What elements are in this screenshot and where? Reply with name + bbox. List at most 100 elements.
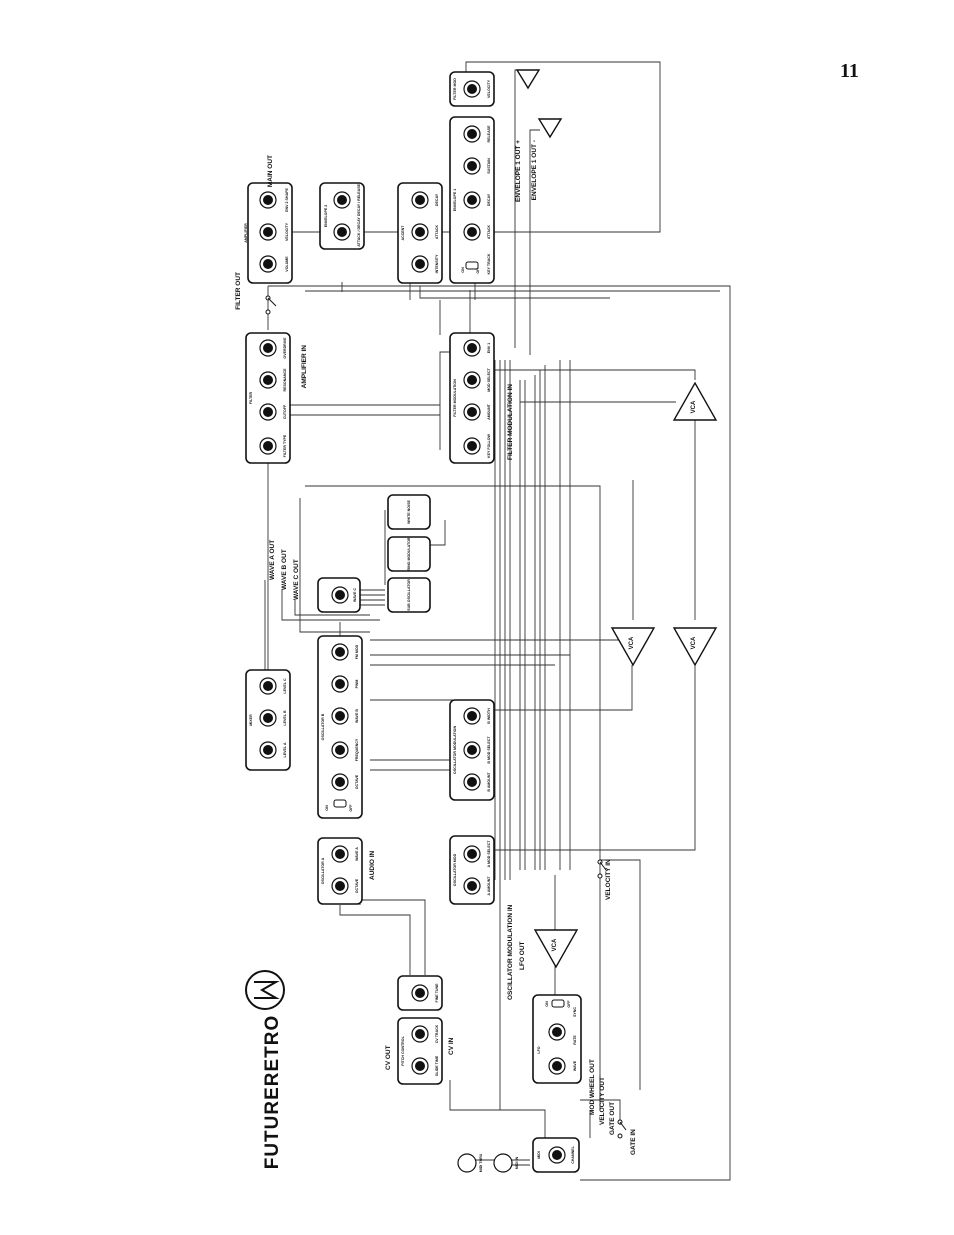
svg-text:WHITE NOISE: WHITE NOISE (407, 500, 411, 524)
svg-text:SUSTAIN: SUSTAIN (487, 158, 491, 174)
module-oscillator-a: OSCILLATOR A OCTAVE WAVE A (317, 837, 363, 905)
wave-a-out-label: WAVE A OUT (269, 540, 276, 580)
patch-wires (264, 61, 731, 1181)
svg-text:FILTER: FILTER (249, 391, 253, 404)
svg-text:MIDI IN: MIDI IN (515, 1157, 519, 1170)
svg-text:SYNC: SYNC (573, 1007, 577, 1017)
svg-text:A AMOUNT: A AMOUNT (487, 876, 491, 896)
svg-text:PITCH CONTROL: PITCH CONTROL (401, 1035, 405, 1065)
filter-out-label: FILTER OUT (235, 272, 242, 310)
vca-lfo: VCA (533, 929, 579, 969)
svg-text:OSCILLATOR MOD: OSCILLATOR MOD (453, 853, 457, 886)
svg-text:RESONANCE: RESONANCE (283, 368, 287, 392)
svg-text:WAVE C: WAVE C (353, 588, 357, 602)
svg-text:DECAY: DECAY (435, 193, 439, 206)
svg-text:CUTOFF: CUTOFF (283, 404, 287, 419)
mod-wheel-out-label: MOD WHEEL OUT (589, 1059, 596, 1115)
svg-text:AMOUNT: AMOUNT (487, 403, 491, 420)
svg-text:OSCILLATOR MODULATION: OSCILLATOR MODULATION (453, 726, 457, 775)
svg-text:FILTER MODULATION: FILTER MODULATION (453, 379, 457, 417)
svg-text:ACCENT: ACCENT (401, 225, 405, 241)
svg-text:VCA: VCA (629, 636, 635, 649)
svg-text:GLIDE TIME: GLIDE TIME (435, 1055, 439, 1076)
module-envelope-1: ENVELOPE 1 ON OFF KEY TRACK ATTACK DECAY… (449, 116, 495, 284)
module-lfo: LFO ON OFF WAVE RATE SYNC (532, 994, 582, 1084)
wave-c-out-label: WAVE C OUT (293, 559, 300, 600)
svg-text:SUB OSCILLATOR: SUB OSCILLATOR (407, 579, 411, 611)
svg-text:VCA: VCA (691, 636, 697, 649)
module-filter: FILTER FILTER TYPE CUTOFF RESONANCE OVER… (245, 332, 291, 464)
gate-in-label: GATE IN (630, 1129, 637, 1155)
vca-osc-b: VCA (610, 627, 656, 667)
gate-in-switch[interactable] (617, 1119, 627, 1139)
logo-mark-icon (254, 981, 280, 999)
svg-text:LEVEL B: LEVEL B (283, 710, 287, 726)
svg-text:DECAY: DECAY (487, 193, 491, 206)
svg-text:MIDI THRU: MIDI THRU (479, 1153, 483, 1172)
module-mixer: MIXER LEVEL A LEVEL B LEVEL C (245, 669, 291, 771)
svg-text:OSCILLATOR A: OSCILLATOR A (321, 857, 325, 884)
oscillator-modulation-in-label: OSCILLATOR MODULATION IN (507, 904, 514, 1000)
knob-label: VOLUME (285, 256, 289, 272)
io-labels: MAIN OUT FILTER OUT AMPLIFIER IN ENVELOP… (235, 140, 637, 1155)
module-oscillator-modulation: OSCILLATOR MODULATION B AMOUNT B MOD SEL… (449, 699, 495, 801)
svg-text:INTENSITY: INTENSITY (435, 254, 439, 273)
svg-text:ON: ON (325, 805, 329, 811)
knob-label: ENV 2 SHAPE (285, 188, 289, 212)
svg-text:LFO: LFO (537, 1046, 541, 1053)
svg-text:WAVE A: WAVE A (355, 847, 359, 861)
futureretro-logo-icon (245, 970, 285, 1010)
vca-filter: VCA (672, 381, 718, 421)
module-filter-modulation: FILTER MODULATION KEY FOLLOW AMOUNT MOD … (449, 332, 495, 464)
wave-b-out-label: WAVE B OUT (281, 549, 288, 590)
svg-text:OSCILLATOR B: OSCILLATOR B (321, 713, 325, 740)
midi-in-port[interactable] (493, 1153, 513, 1173)
svg-text:VCA: VCA (691, 400, 697, 413)
svg-text:A MOD SELECT: A MOD SELECT (487, 840, 491, 868)
svg-text:B MOD SELECT: B MOD SELECT (487, 736, 491, 764)
amplifier-in-label: AMPLIFIER IN (301, 345, 308, 389)
toggle-switch[interactable] (551, 999, 565, 1008)
svg-text:MIDI: MIDI (537, 1151, 541, 1159)
svg-text:ENV 1: ENV 1 (487, 343, 491, 353)
svg-text:WAVE: WAVE (573, 1060, 577, 1071)
svg-text:ATTACK / DECAY: ATTACK / DECAY (357, 217, 361, 247)
svg-text:FINE TUNE: FINE TUNE (435, 983, 439, 1003)
svg-text:CV TRACK: CV TRACK (435, 1024, 439, 1043)
module-pitch-control: PITCH CONTROL GLIDE TIME CV TRACK (397, 1017, 443, 1085)
svg-text:WAVE B: WAVE B (355, 709, 359, 723)
svg-text:VELOCITY: VELOCITY (487, 79, 491, 98)
module-midi: MIDI CHANNEL (532, 1137, 580, 1173)
page-number: 11 (840, 60, 859, 82)
filter-modulation-in-label: FILTER MODULATION IN (507, 384, 514, 460)
svg-text:VCA: VCA (552, 938, 558, 951)
svg-text:FILTER TYPE: FILTER TYPE (283, 434, 287, 457)
module-filter-mod: FILTER MOD VELOCITY (449, 71, 495, 107)
svg-text:LEVEL A: LEVEL A (283, 742, 287, 757)
svg-text:OFF: OFF (349, 804, 353, 812)
svg-text:OCTAVE: OCTAVE (355, 878, 359, 893)
svg-text:FREQUENCY: FREQUENCY (355, 738, 359, 761)
velocity-in-switch[interactable] (597, 859, 607, 879)
envelope1-out-minus-label: ENVELOPE 1 OUT - (531, 140, 538, 200)
velocity-out-label: VELOCITY OUT (599, 1077, 606, 1125)
velocity-in-label: VELOCITY IN (605, 859, 612, 900)
filter-out-switch[interactable] (265, 295, 277, 315)
module-sub-oscillator: SUB OSCILLATOR (387, 577, 431, 613)
svg-text:MIXER: MIXER (249, 714, 253, 726)
svg-text:CHANNEL: CHANNEL (571, 1145, 575, 1163)
audio-in-label: AUDIO IN (369, 850, 376, 880)
svg-text:ATTACK: ATTACK (435, 224, 439, 239)
module-oscillator-b: OSCILLATOR B ON OFF OCTAVE FREQUENCY WAV… (317, 635, 363, 819)
lfo-out-label: LFO OUT (519, 941, 526, 970)
main-out-label: MAIN OUT (267, 155, 274, 187)
svg-text:OCTAVE: OCTAVE (355, 774, 359, 789)
brand-wordmark: FUTURERETRO (262, 1015, 283, 1170)
toggle-switch[interactable] (465, 261, 479, 270)
svg-text:LEVEL C: LEVEL C (283, 678, 287, 694)
toggle-switch[interactable] (333, 799, 347, 808)
midi-ports: MIDI THRU MIDI IN (457, 1153, 519, 1173)
module-fine-tune: FINE TUNE (397, 975, 443, 1011)
module-amplifier: AMPLIFIER VOLUME VELOCITY ENV 2 SHAPE (244, 182, 293, 284)
midi-thru-port[interactable] (457, 1153, 477, 1173)
